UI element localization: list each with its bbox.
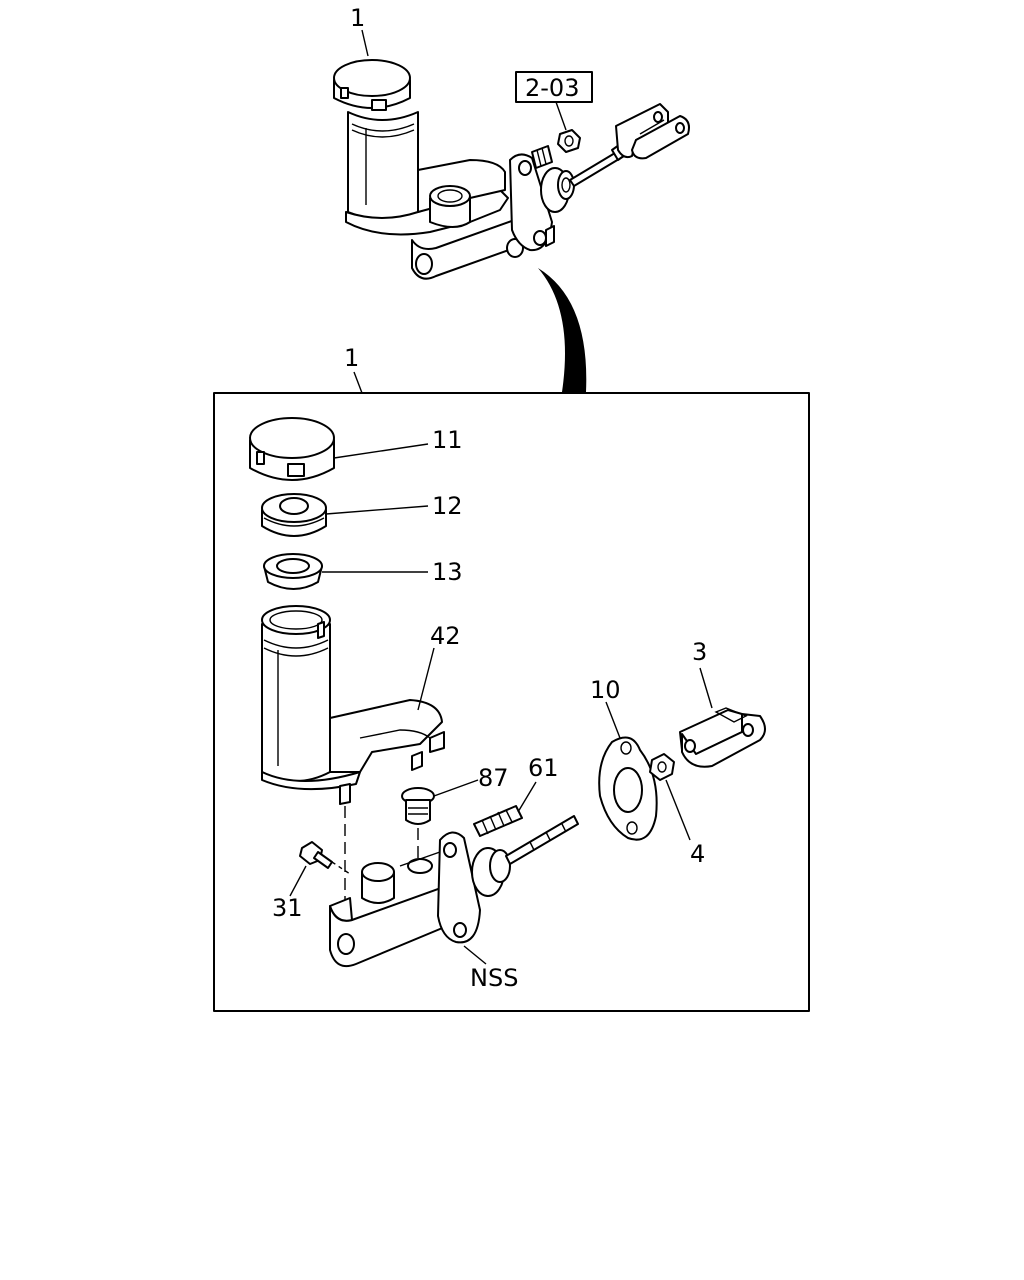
part-87-connector: 87	[401, 764, 509, 825]
svg-text:31: 31	[272, 894, 303, 922]
part-61-stud: 61	[473, 754, 559, 837]
part-11-reservoir-cap: 11	[249, 417, 463, 481]
part-13-seal: 13	[263, 553, 463, 590]
svg-text:87: 87	[478, 764, 509, 792]
detail-arrow	[538, 268, 587, 392]
svg-text:10: 10	[590, 676, 621, 704]
top-reservoir-cap	[333, 59, 411, 111]
part-10-gasket: 10	[590, 676, 658, 841]
top-cylinder-body	[411, 153, 575, 280]
part-31-bolt: 31	[272, 841, 351, 922]
svg-text:12: 12	[432, 492, 463, 520]
part-3-clevis: 3	[679, 638, 766, 768]
svg-text:3: 3	[692, 638, 707, 666]
svg-text:2-03: 2-03	[525, 74, 579, 102]
part-nss-cylinder-body: NSS	[329, 815, 579, 992]
part-42-reservoir: 42	[261, 605, 461, 805]
svg-text:11: 11	[432, 426, 463, 454]
svg-text:NSS: NSS	[470, 964, 518, 992]
svg-text:4: 4	[690, 840, 705, 868]
svg-text:13: 13	[432, 558, 463, 586]
top-clevis	[615, 103, 690, 160]
svg-text:1: 1	[350, 4, 365, 32]
assembly-guide-lines	[344, 806, 419, 900]
svg-text:42: 42	[430, 622, 461, 650]
top-stud-and-nut	[531, 129, 581, 247]
svg-text:1: 1	[344, 344, 359, 372]
top-reservoir-body	[347, 111, 419, 220]
part-4-nut: 4	[649, 753, 705, 868]
detail-frame: 1	[213, 344, 810, 1012]
part-12-diaphragm: 12	[261, 492, 463, 537]
master-cylinder-assembly-top	[333, 59, 690, 280]
top-label-1: 1	[350, 4, 369, 57]
ref-box-2-03[interactable]: 2-03	[515, 71, 593, 131]
svg-text:61: 61	[528, 754, 559, 782]
